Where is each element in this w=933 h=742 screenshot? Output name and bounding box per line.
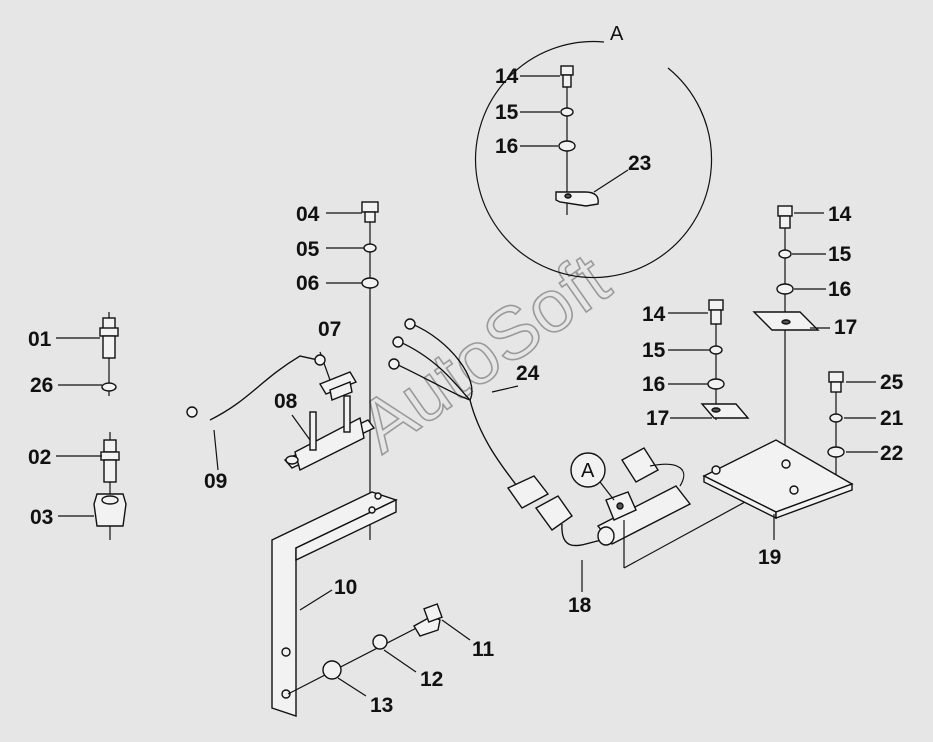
callout-19: 19 <box>758 546 781 569</box>
callout-labels: 14 15 16 23 01 26 02 03 04 05 06 07 08 0… <box>28 65 904 717</box>
callout-25: 25 <box>880 371 904 394</box>
callout-middle-17: 17 <box>646 407 669 430</box>
callout-detail-16: 16 <box>495 135 518 158</box>
callout-04: 04 <box>296 203 320 226</box>
callout-09: 09 <box>204 470 227 493</box>
callout-13: 13 <box>370 694 393 717</box>
callout-detail-23: 23 <box>628 152 651 175</box>
callout-right-17: 17 <box>834 316 857 339</box>
right-assembly <box>702 205 878 540</box>
callout-22: 22 <box>880 442 903 465</box>
callout-right-15: 15 <box>828 243 852 266</box>
callout-21: 21 <box>880 407 904 430</box>
callout-06: 06 <box>296 272 319 295</box>
callout-middle-15: 15 <box>642 339 666 362</box>
callout-11: 11 <box>472 638 495 661</box>
callout-03: 03 <box>30 506 53 529</box>
sensor-group-left <box>56 312 127 540</box>
callout-detail-15: 15 <box>495 101 519 124</box>
callout-08: 08 <box>274 390 298 413</box>
callout-02: 02 <box>28 446 51 469</box>
detail-view-a: A <box>474 23 713 279</box>
detail-ref-a: A <box>581 460 595 482</box>
callout-01: 01 <box>28 328 52 351</box>
callout-05: 05 <box>296 238 320 261</box>
callout-right-14: 14 <box>828 203 852 226</box>
detail-label-a: A <box>610 23 624 45</box>
harness-assembly: A <box>388 318 779 592</box>
callout-right-16: 16 <box>828 278 851 301</box>
middle-stack <box>668 299 750 420</box>
callout-26: 26 <box>30 374 53 397</box>
watermark: AutoSoft <box>344 237 624 468</box>
callout-12: 12 <box>420 668 443 691</box>
callout-middle-14: 14 <box>642 303 666 326</box>
callout-18: 18 <box>568 594 592 617</box>
callout-10: 10 <box>334 576 357 599</box>
callout-24: 24 <box>516 362 540 385</box>
callout-detail-14: 14 <box>495 65 519 88</box>
callout-middle-16: 16 <box>642 373 665 396</box>
callout-07: 07 <box>318 318 341 341</box>
center-assembly <box>186 201 471 717</box>
